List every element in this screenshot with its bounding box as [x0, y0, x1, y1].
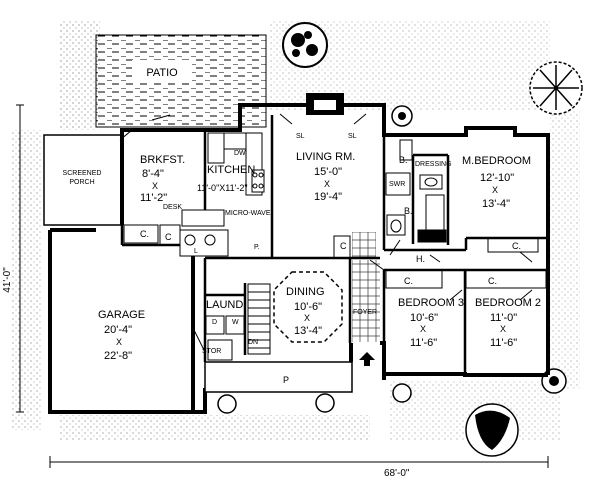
svg-text:11'-6": 11'-6" [410, 337, 437, 349]
svg-text:DW: DW [234, 150, 246, 157]
svg-text:STOR: STOR [202, 348, 221, 355]
kitchen-counters [179, 132, 265, 257]
shrubs [217, 105, 567, 414]
svg-text:19'-4": 19'-4" [314, 191, 342, 203]
svg-text:11'-6": 11'-6" [490, 337, 517, 349]
svg-text:DESK: DESK [163, 204, 182, 211]
svg-text:L: L [194, 248, 198, 255]
svg-text:KITCHEN: KITCHEN [207, 164, 255, 176]
svg-text:15'-0": 15'-0" [314, 166, 342, 178]
svg-text:D: D [212, 319, 217, 326]
svg-text:M.BEDROOM: M.BEDROOM [462, 155, 531, 167]
svg-text:C.: C. [512, 241, 521, 251]
svg-text:41'-0": 41'-0" [2, 267, 13, 293]
svg-text:B.: B. [404, 206, 413, 216]
screened-porch: SCREENED PORCH [43, 134, 123, 226]
front-porch: P [204, 352, 375, 393]
svg-text:X: X [304, 313, 310, 323]
bath-fixtures [385, 172, 447, 243]
svg-text:LIVING RM.: LIVING RM. [296, 151, 355, 163]
svg-text:W: W [232, 319, 239, 326]
svg-text:DRESSING: DRESSING [415, 161, 452, 168]
svg-text:C: C [165, 232, 172, 242]
living-tile [352, 232, 376, 258]
svg-text:DN: DN [248, 339, 258, 346]
svg-text:FOYER: FOYER [353, 309, 377, 316]
svg-text:PORCH: PORCH [69, 179, 94, 186]
svg-text:C.: C. [404, 276, 413, 286]
tree-top [282, 22, 328, 68]
svg-text:22'-8": 22'-8" [104, 350, 132, 362]
svg-text:P.: P. [254, 244, 260, 251]
svg-text:BEDROOM 2: BEDROOM 2 [475, 297, 541, 309]
svg-text:MICRO-WAVE: MICRO-WAVE [225, 210, 271, 217]
tree-bottom [465, 403, 519, 457]
svg-text:68'-0": 68'-0" [384, 468, 410, 479]
svg-text:13'-4": 13'-4" [294, 325, 322, 337]
laundry-appliances [205, 315, 245, 361]
stairs [247, 283, 271, 355]
svg-text:B.: B. [399, 155, 408, 165]
svg-text:SL: SL [348, 133, 357, 140]
svg-text:BEDROOM 3: BEDROOM 3 [398, 297, 464, 309]
svg-text:10'-6": 10'-6" [294, 301, 322, 313]
svg-text:X: X [420, 324, 426, 334]
room-labels: BRKFST. 8'-4" X 11'-2" KITCHEN 11'-0"X11… [98, 133, 541, 362]
closets [123, 139, 547, 289]
patio: PATIO [95, 34, 267, 128]
svg-text:20'-4": 20'-4" [104, 324, 132, 336]
svg-text:LAUND.: LAUND. [206, 299, 246, 311]
svg-text:C.: C. [140, 229, 149, 239]
dimension-lines [16, 104, 549, 468]
svg-text:X: X [500, 324, 506, 334]
svg-text:13'-4": 13'-4" [482, 198, 510, 210]
svg-text:C.: C. [488, 276, 497, 286]
svg-text:SWR: SWR [389, 181, 405, 188]
svg-text:SL: SL [296, 133, 305, 140]
svg-text:X: X [116, 337, 122, 347]
svg-text:P: P [283, 375, 289, 385]
svg-text:X: X [324, 179, 330, 189]
tree-right [529, 61, 583, 115]
svg-text:10'-6": 10'-6" [410, 312, 438, 324]
svg-text:12'-10": 12'-10" [480, 172, 514, 184]
svg-text:H.: H. [416, 254, 425, 264]
foyer-tile [352, 260, 380, 342]
dining-table [273, 271, 343, 343]
fireplace [306, 93, 344, 115]
svg-text:11'-0"X11'-2": 11'-0"X11'-2" [197, 183, 248, 193]
svg-text:SCREENED: SCREENED [63, 170, 102, 177]
svg-text:11'-0": 11'-0" [490, 312, 517, 324]
svg-text:BRKFST.: BRKFST. [140, 154, 185, 166]
svg-text:PATIO: PATIO [146, 67, 178, 79]
svg-text:DINING: DINING [286, 286, 325, 298]
overall-dimensions: 41'-0" 68'-0" [2, 267, 410, 479]
door-swings [119, 113, 533, 353]
svg-text:11'-2": 11'-2" [140, 192, 167, 204]
svg-text:C: C [340, 241, 347, 251]
svg-text:X: X [492, 185, 498, 195]
svg-text:GARAGE: GARAGE [98, 309, 145, 321]
svg-text:8'-4": 8'-4" [142, 168, 164, 180]
svg-text:X: X [152, 181, 158, 191]
